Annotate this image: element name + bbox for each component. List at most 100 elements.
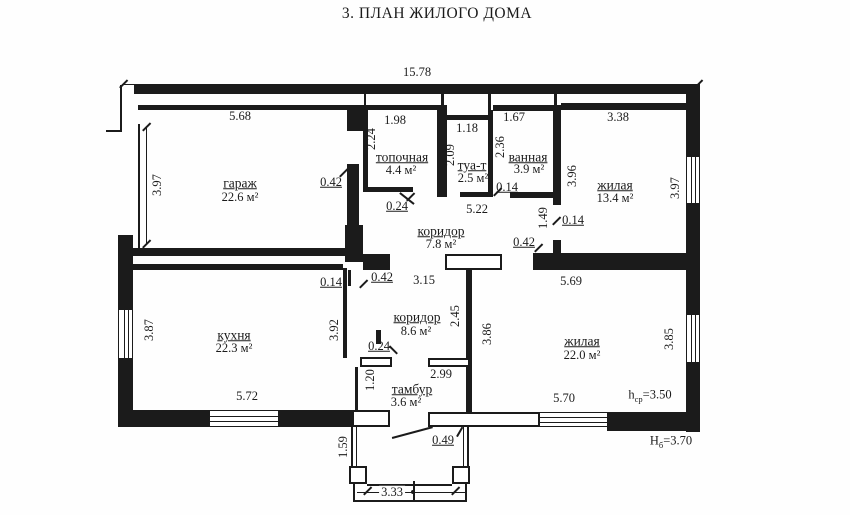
wall-wc-bottom xyxy=(460,192,493,197)
wall-bath-bottom xyxy=(510,192,561,198)
dim-kitchen-right: 3.92 xyxy=(326,319,341,341)
wall-bottom-tambour-left xyxy=(352,410,390,427)
porch-step xyxy=(367,484,452,486)
wall-kitchen-right xyxy=(343,268,347,358)
page-title: 3. ПЛАН ЖИЛОГО ДОМА xyxy=(341,5,533,22)
wall-pier xyxy=(363,254,390,270)
dim-living2-pier: 0.42 xyxy=(513,234,535,249)
height-symbol: Н xyxy=(649,433,659,448)
wall-kitchen-top xyxy=(133,264,343,270)
dim-garage-left: 3.97 xyxy=(149,174,164,196)
wall-boiler-top xyxy=(363,105,447,110)
room-name-boiler: топочная xyxy=(375,149,429,165)
dimension-line-top xyxy=(122,84,700,85)
wall-corner-tick xyxy=(106,130,122,132)
leader-line xyxy=(534,243,543,253)
dim-living1-left: 3.96 xyxy=(564,165,579,187)
dim-tambour-depth: 1.20 xyxy=(362,369,377,391)
dim-hall1-pier2: 0.14 xyxy=(562,212,584,227)
wall-stub xyxy=(376,330,381,344)
dim-porch-left: 1.59 xyxy=(335,436,350,458)
dim-living1-top: 3.38 xyxy=(607,109,629,124)
wall-connector xyxy=(488,94,491,110)
wall-tick xyxy=(553,245,559,253)
note-ceiling-height: hср=3.50 xyxy=(628,387,672,404)
wall-pier xyxy=(445,254,502,270)
dim-living2-left: 3.86 xyxy=(479,323,494,345)
dim-hall1-width: 3.15 xyxy=(413,272,435,287)
window xyxy=(686,157,700,203)
porch-step xyxy=(353,500,467,502)
porch-side xyxy=(467,427,469,471)
dim-living2-bottom: 5.70 xyxy=(553,390,575,405)
height-symbol: h xyxy=(628,387,635,402)
wall-connector xyxy=(554,94,557,105)
wall-wc-top xyxy=(447,115,493,120)
dim-kitchen-door: 0.42 xyxy=(371,269,393,284)
dim-boiler-door: 0.24 xyxy=(386,198,408,213)
wall-tick xyxy=(348,270,351,286)
window xyxy=(118,310,133,358)
wall-hall-living2 xyxy=(466,270,472,412)
wall-wc-right xyxy=(488,110,493,197)
wall-living2-top xyxy=(533,253,686,270)
room-area-hall2: 8.6 м² xyxy=(400,323,432,338)
dim-garage-door: 0.42 xyxy=(320,174,342,189)
room-name-bath: ванная xyxy=(508,149,548,165)
wall-bath-top xyxy=(493,105,561,111)
wall-boiler-bottom xyxy=(363,187,413,192)
wall-bottom-tambour-right xyxy=(428,412,540,427)
room-area-garage: 22.6 м² xyxy=(221,189,259,204)
porch-post xyxy=(452,466,470,484)
wall-bottom-living xyxy=(607,412,700,431)
leader-line xyxy=(389,345,398,355)
wall-garage-left xyxy=(138,124,140,250)
dim-hall2-height: 2.45 xyxy=(447,305,462,327)
dim-living2-top: 5.69 xyxy=(560,273,582,288)
dim-porch-width: 3.33 xyxy=(379,484,405,499)
leader-line xyxy=(456,426,463,437)
porch-side xyxy=(356,427,357,471)
dimension-line-garage xyxy=(146,127,147,245)
wall-right xyxy=(686,85,700,432)
room-name-hall2: коридор xyxy=(393,309,441,325)
room-area-wc: 2.5 м² xyxy=(457,170,489,185)
dim-bath-left: 2.36 xyxy=(492,136,507,158)
leader-line xyxy=(552,216,561,226)
room-name-garage: гараж xyxy=(223,175,257,191)
dim-kitchen-wall: 0.14 xyxy=(320,274,342,289)
note-building-height: Нб=3.70 xyxy=(649,433,693,450)
room-area-living1: 13.4 м² xyxy=(596,190,634,205)
dim-bath-top: 1.67 xyxy=(503,109,525,124)
height-value: =3.50 xyxy=(642,387,672,402)
room-name-wc: туа-т xyxy=(457,157,487,173)
leader-line xyxy=(359,279,368,289)
wall-living1-top xyxy=(561,103,686,110)
dim-kitchen-bottom: 5.72 xyxy=(236,388,258,403)
room-area-living2: 22.0 м² xyxy=(563,347,601,362)
wall-connector xyxy=(364,94,366,105)
dim-tick xyxy=(451,486,460,496)
wall-boiler-wc xyxy=(437,105,447,197)
porch-side xyxy=(465,484,467,502)
room-area-bath: 3.9 м² xyxy=(513,161,545,176)
window xyxy=(686,315,700,362)
porch-side xyxy=(351,427,353,471)
wall-tambour-top-left xyxy=(360,357,392,367)
wall-bath-right xyxy=(553,105,561,205)
wall-connector xyxy=(441,94,444,105)
porch-post xyxy=(349,466,367,484)
dim-overall-top: 15.78 xyxy=(402,64,432,79)
wall-garage-pier xyxy=(347,105,363,131)
room-name-hall1: коридор xyxy=(417,223,465,239)
wall-tambour-top-right xyxy=(428,358,470,367)
dim-wc-top: 1.18 xyxy=(456,120,478,135)
dim-tick xyxy=(363,486,372,496)
room-name-living1: жилая xyxy=(597,177,633,193)
room-name-tambour: тамбур xyxy=(391,381,433,397)
dim-bath-pier: 0.14 xyxy=(496,179,518,194)
wall-tambour-left xyxy=(355,367,358,410)
dim-boiler-top: 1.98 xyxy=(384,112,406,127)
height-value: =3.70 xyxy=(663,433,693,448)
